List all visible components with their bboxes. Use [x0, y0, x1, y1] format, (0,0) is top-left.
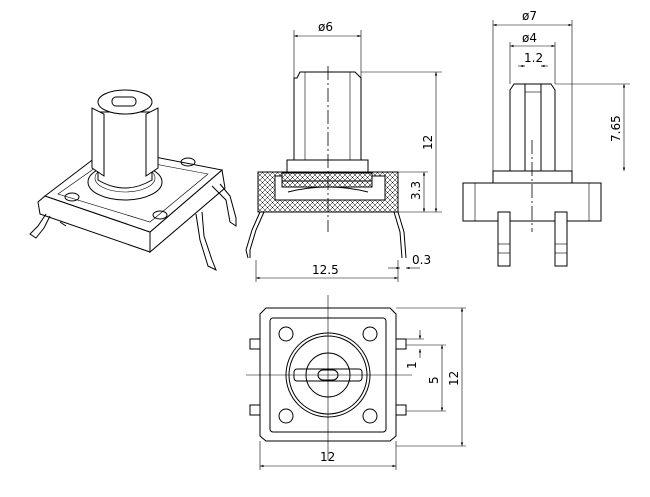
dim-pin-width: 1 — [405, 361, 419, 369]
top-view: 12 5 1 12 — [246, 295, 466, 470]
dim-plunger-diameter: ø6 — [318, 20, 333, 34]
dim-lead-span: 12.5 — [312, 263, 339, 277]
side-view: ø7 ø4 1.2 7.65 — [462, 9, 630, 267]
front-view: ø6 12 3.3 12.5 0.3 — [245, 20, 442, 282]
dim-body-height: 3.3 — [409, 181, 423, 200]
dim-pin-pitch: 5 — [427, 376, 441, 384]
dim-stem-height: 7.65 — [609, 115, 623, 142]
dim-stem-diameter: ø4 — [522, 31, 537, 45]
dim-collar-diameter: ø7 — [522, 9, 537, 23]
dim-lead-thickness: 0.3 — [412, 253, 431, 267]
dim-slot-width: 1.2 — [524, 51, 543, 65]
dim-top-width: 12 — [320, 450, 335, 464]
isometric-view — [29, 89, 237, 272]
dim-total-height: 12 — [421, 135, 435, 150]
dim-top-height: 12 — [447, 371, 461, 386]
